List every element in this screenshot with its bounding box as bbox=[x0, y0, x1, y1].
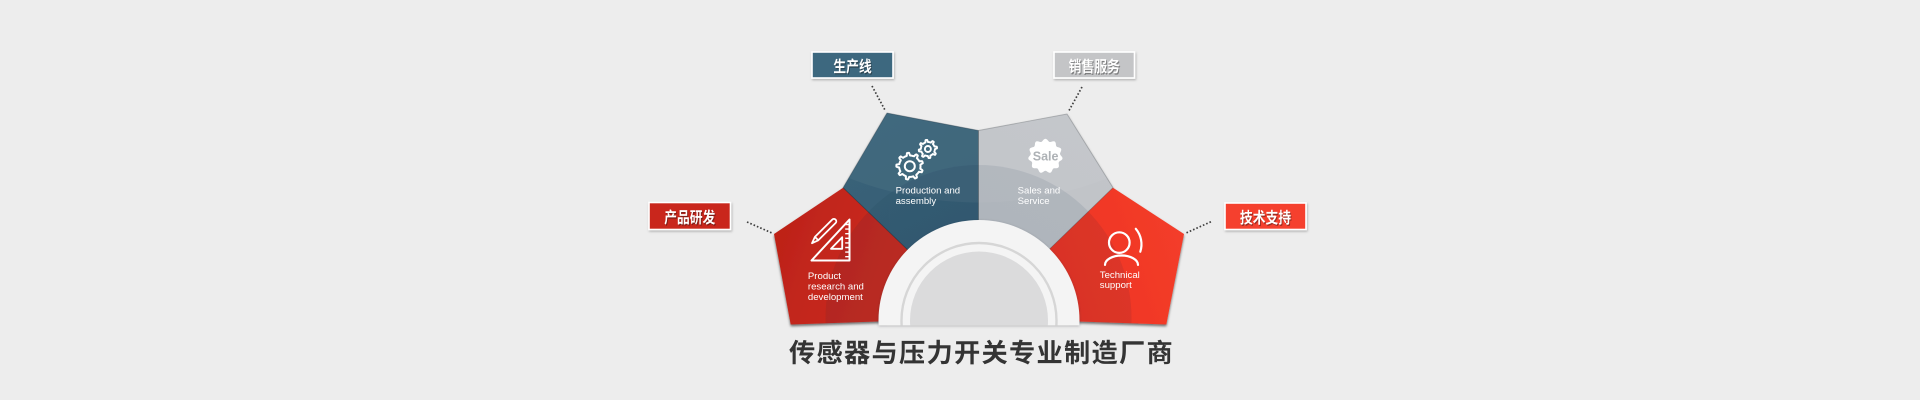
svg-text:Production and: Production and bbox=[896, 186, 961, 197]
svg-text:Technical: Technical bbox=[1100, 270, 1140, 281]
svg-text:Sales and: Sales and bbox=[1018, 186, 1061, 197]
svg-text:support: support bbox=[1100, 280, 1132, 291]
svg-text:assembly: assembly bbox=[896, 196, 937, 207]
svg-text:Sale: Sale bbox=[1033, 150, 1059, 164]
svg-text:development: development bbox=[808, 292, 863, 303]
svg-text:Product: Product bbox=[808, 271, 841, 282]
svg-text:Service: Service bbox=[1018, 196, 1050, 207]
svg-text:research and: research and bbox=[808, 281, 864, 292]
